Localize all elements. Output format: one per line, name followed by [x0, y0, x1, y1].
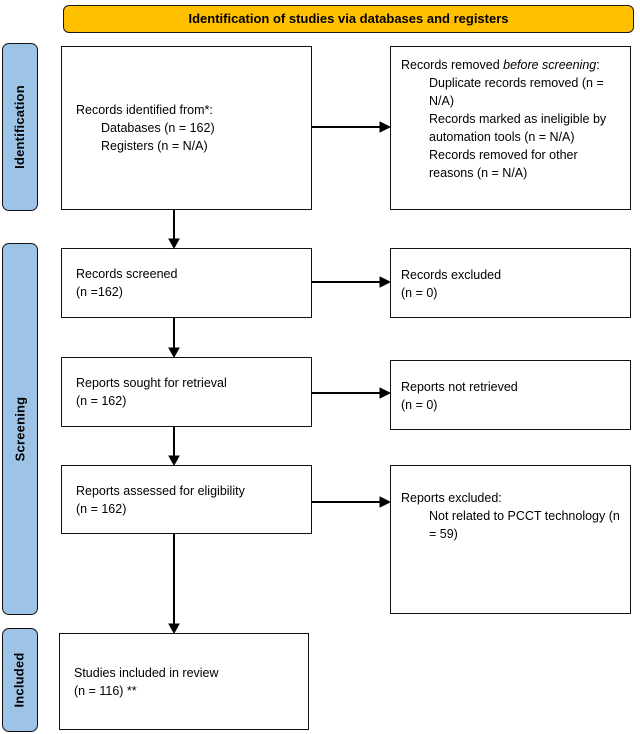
records-screened-count: (n =162): [76, 285, 123, 299]
arrow-assessed-to-included: [168, 534, 180, 635]
studies-included-label: Studies included in review: [74, 665, 219, 680]
arrow-screened-to-excluded: [312, 276, 392, 288]
reports-assessed-count: (n = 162): [76, 501, 127, 516]
box-reports-assessed: Reports assessed for eligibility (n = 16…: [61, 465, 312, 534]
box-reports-sought: Reports sought for retrieval (n = 162): [61, 357, 312, 427]
records-removed-title: Records removed before screening:: [401, 58, 600, 72]
reports-sought-count: (n = 162): [76, 394, 127, 408]
box-reports-excluded: Reports excluded: Not related to PCCT te…: [390, 465, 631, 614]
reports-excluded-title: Reports excluded:: [401, 491, 502, 505]
records-removed-automation: Records marked as ineligible by automati…: [429, 112, 607, 144]
banner-title: Identification of studies via databases …: [188, 11, 509, 26]
records-removed-duplicates: Duplicate records removed (n = N/A): [429, 76, 604, 108]
stage-label-screening: Screening: [2, 243, 38, 615]
banner-identification-via-databases: Identification of studies via databases …: [63, 5, 634, 33]
records-removed-other: Records removed for other reasons (n = N…: [429, 148, 578, 180]
records-excluded-label: Records excluded: [401, 267, 502, 282]
box-records-identified: Records identified from*: Databases (n =…: [61, 46, 312, 210]
stage-label-identification: Identification: [2, 43, 38, 211]
records-screened-label: Records screened: [76, 267, 178, 281]
stage-label-included: Included: [2, 628, 38, 732]
stage-label-included-text: Included: [12, 652, 27, 708]
reports-not-retrieved-label: Reports not retrieved: [401, 379, 518, 394]
box-reports-not-retrieved: Reports not retrieved (n = 0): [390, 360, 631, 430]
reports-excluded-reason: Not related to PCCT technology (n = 59): [429, 509, 620, 541]
stage-label-identification-text: Identification: [12, 85, 28, 169]
studies-included-count: (n = 116) **: [74, 683, 137, 698]
arrow-sought-to-assessed: [168, 427, 180, 467]
records-identified-registers: Registers (n = N/A): [101, 139, 208, 153]
arrow-assessed-to-reports-excluded: [312, 496, 392, 508]
arrow-sought-to-not-retrieved: [312, 387, 392, 399]
records-excluded-count: (n = 0): [401, 285, 438, 300]
box-records-removed-before-screening: Records removed before screening: Duplic…: [390, 46, 631, 210]
box-studies-included: Studies included in review (n = 116) **: [59, 633, 309, 730]
arrow-identified-to-screened: [168, 210, 180, 250]
records-identified-databases: Databases (n = 162): [101, 121, 215, 135]
reports-not-retrieved-count: (n = 0): [401, 397, 438, 412]
reports-sought-label: Reports sought for retrieval: [76, 376, 227, 390]
reports-assessed-label: Reports assessed for eligibility: [76, 483, 245, 498]
arrow-identified-to-removed: [312, 121, 392, 133]
records-identified-title: Records identified from*:: [76, 103, 213, 117]
box-records-excluded: Records excluded (n = 0): [390, 248, 631, 318]
stage-label-screening-text: Screening: [12, 396, 27, 462]
box-records-screened: Records screened (n =162): [61, 248, 312, 318]
arrow-screened-to-sought: [168, 318, 180, 359]
